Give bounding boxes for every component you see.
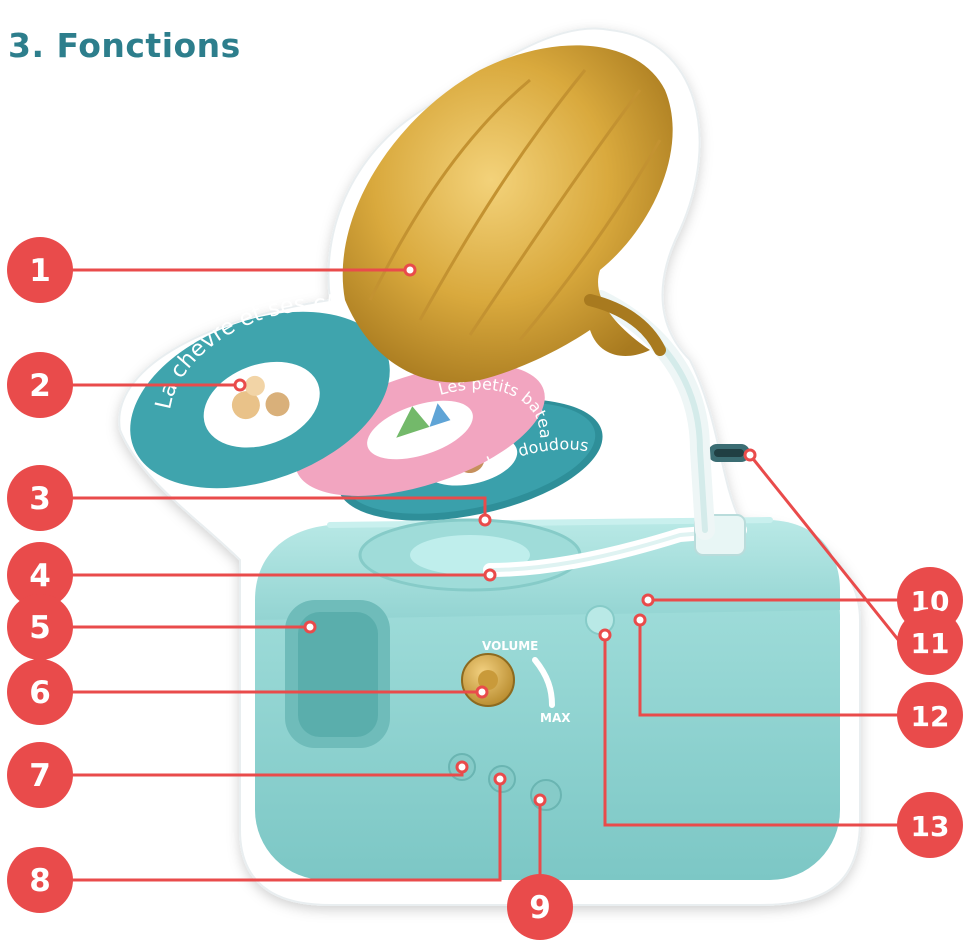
page-title: 3. Fonctions <box>8 26 241 65</box>
leader-dot-9 <box>533 793 547 807</box>
badge-number: 6 <box>29 675 51 711</box>
badge-number: 5 <box>29 610 51 646</box>
badge-number: 8 <box>29 863 51 899</box>
badge-number: 1 <box>29 253 51 289</box>
leader-dot-10 <box>641 593 655 607</box>
leader-line-11 <box>748 454 902 643</box>
device-body <box>255 444 840 880</box>
leader-dot-13 <box>598 628 612 642</box>
leader-dot-1 <box>403 263 417 277</box>
badge-number: 4 <box>29 558 51 594</box>
badge-circle <box>7 659 73 725</box>
forward-button <box>530 779 562 811</box>
badge-circle <box>7 742 73 808</box>
callout-badge-7: 7 <box>7 742 73 808</box>
badge-circle <box>7 594 73 660</box>
volume-label: VOLUME <box>482 639 538 653</box>
badge-circle <box>7 542 73 608</box>
leader-dot-8 <box>493 772 507 786</box>
gramophone-horn <box>342 45 673 383</box>
leader-line-13 <box>603 635 900 827</box>
badge-circle <box>7 465 73 531</box>
leader-dot-2 <box>233 378 247 392</box>
callout-badge-1: 1 <box>7 237 73 303</box>
volume-arc <box>532 657 555 708</box>
badge-number: 2 <box>29 368 51 404</box>
callout-badge-9: 9 <box>507 874 573 940</box>
badge-circle <box>7 847 73 913</box>
badge-number: 11 <box>911 627 950 660</box>
leader-dot-12 <box>633 613 647 627</box>
badge-circle <box>897 609 963 675</box>
badge-circle <box>897 792 963 858</box>
leader-dot-6 <box>475 685 489 699</box>
leader-dot-4 <box>483 568 497 582</box>
callout-badge-4: 4 <box>7 542 73 608</box>
badge-number: 7 <box>29 758 51 794</box>
badge-number: 12 <box>911 700 950 733</box>
leader-dot-7 <box>455 760 469 774</box>
badge-circle <box>7 352 73 418</box>
badge-number: 3 <box>29 481 51 517</box>
leader-dot-3 <box>478 513 492 527</box>
leader-line-3 <box>70 496 487 520</box>
leader-lines <box>70 263 902 882</box>
power-button <box>585 605 615 635</box>
leader-dot-5 <box>303 620 317 634</box>
leader-line-8 <box>70 779 502 882</box>
speaker-grille <box>285 600 390 748</box>
leader-line-12 <box>638 620 900 717</box>
badge-number: 13 <box>911 810 950 843</box>
callout-badge-12: 12 <box>897 682 963 748</box>
badge-circle <box>7 237 73 303</box>
badge-number: 9 <box>529 890 551 926</box>
badge-circle <box>897 682 963 748</box>
max-label: MAX <box>540 711 571 725</box>
callout-badge-13: 13 <box>897 792 963 858</box>
callout-badge-6: 6 <box>7 659 73 725</box>
callout-badge-3: 3 <box>7 465 73 531</box>
callout-badge-5: 5 <box>7 594 73 660</box>
badge-circle <box>507 874 573 940</box>
callout-badge-2: 2 <box>7 352 73 418</box>
callout-badge-11: 11 <box>897 609 963 675</box>
leader-dot-11 <box>743 448 757 462</box>
callout-badge-8: 8 <box>7 847 73 913</box>
